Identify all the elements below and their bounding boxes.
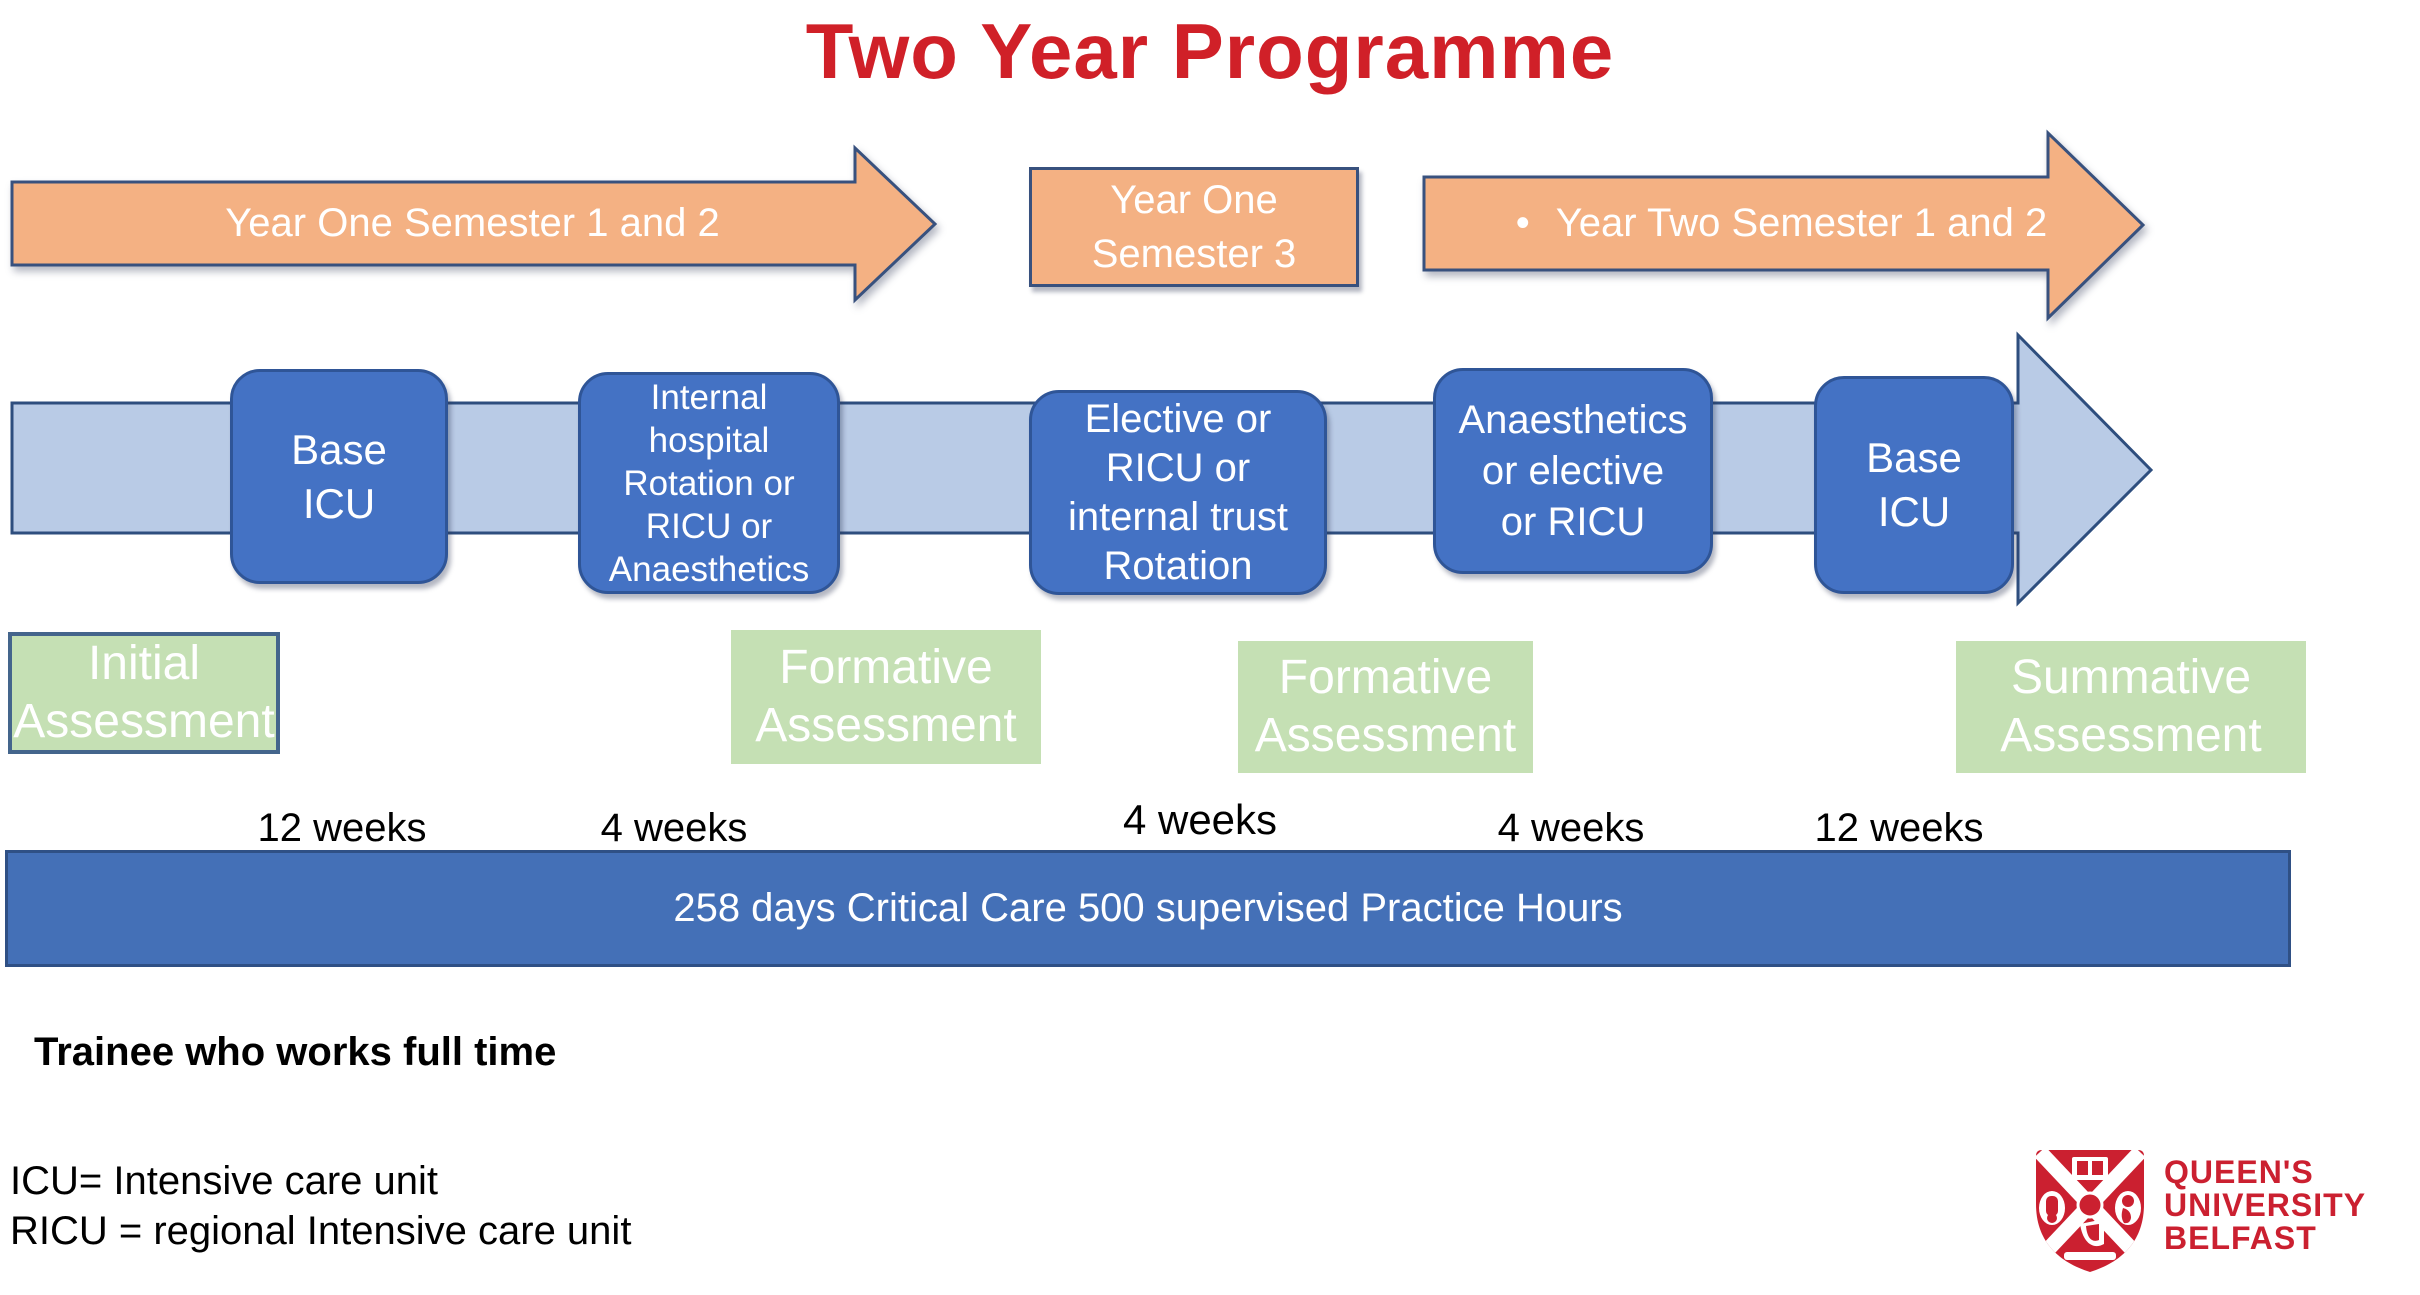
formative-assessment-box-1: Formative Assessment <box>731 630 1041 764</box>
rotation-box-internal-hospital: Internal hospital Rotation or RICU or An… <box>578 372 840 594</box>
year-two-sem12-arrow-label: • Year Two Semester 1 and 2 <box>1420 177 2143 270</box>
year-one-sem12-arrow-label: Year One Semester 1 and 2 <box>225 201 720 245</box>
qub-wordmark: QUEEN'S UNIVERSITY BELFAST <box>2164 1156 2366 1255</box>
formative-assessment-box-2: Formative Assessment <box>1238 641 1533 773</box>
qub-logo: QUEEN'S UNIVERSITY BELFAST <box>2030 1146 2400 1286</box>
page-title: Two Year Programme <box>805 7 1615 95</box>
rotation-box-base-icu-2: Base ICU <box>1814 376 2014 594</box>
bullet-icon: • <box>1515 201 1530 245</box>
year-two-sem12-text: Year Two Semester 1 and 2 <box>1555 201 2048 245</box>
legend: ICU= Intensive care unit RICU = regional… <box>10 1156 631 1256</box>
qub-wordmark-line-1: QUEEN'S <box>2164 1154 2314 1190</box>
duration-label-2: 4 weeks <box>600 806 748 850</box>
year-one-sem3-box: Year One Semester 3 <box>1029 167 1359 287</box>
trainee-note: Trainee who works full time <box>34 1030 557 1074</box>
summative-assessment-box: Summative Assessment <box>1956 641 2306 773</box>
qub-wordmark-line-2: UNIVERSITY <box>2164 1187 2367 1223</box>
year-two-sem12-arrow-shape <box>1422 129 2146 322</box>
qub-shield-icon <box>2036 1150 2144 1272</box>
rotation-box-elective-ricu: Elective or RICU or internal trust Rotat… <box>1029 390 1327 595</box>
summary-bar: 258 days Critical Care 500 supervised Pr… <box>5 850 2291 967</box>
duration-label-4: 4 weeks <box>1497 806 1645 850</box>
legend-line-ricu: RICU = regional Intensive care unit <box>10 1209 632 1253</box>
legend-line-icu: ICU= Intensive care unit <box>10 1159 438 1203</box>
duration-label-1: 12 weeks <box>257 806 427 850</box>
duration-label-3: 4 weeks <box>1122 796 1278 843</box>
qub-wordmark-line-3: BELFAST <box>2164 1220 2317 1256</box>
rotation-box-anaesthetics: Anaesthetics or elective or RICU <box>1433 368 1713 574</box>
year-one-sem12-arrow-shape <box>10 144 938 304</box>
initial-assessment-box: Initial Assessment <box>8 632 280 754</box>
duration-label-5: 12 weeks <box>1814 806 1984 850</box>
rotation-box-base-icu-1: Base ICU <box>230 369 448 584</box>
